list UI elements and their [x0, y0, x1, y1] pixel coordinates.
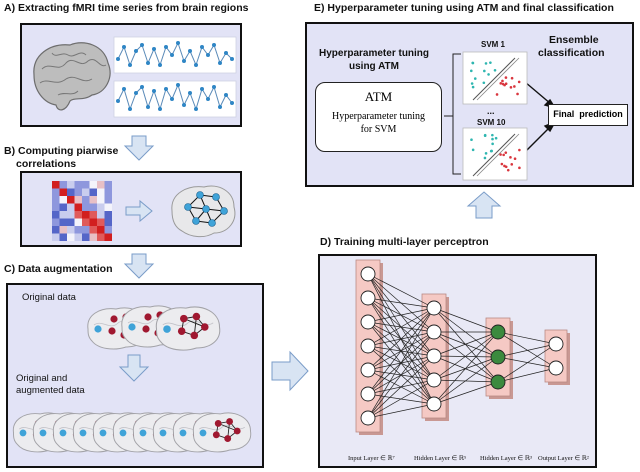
- augmented-brains: [12, 412, 252, 453]
- section-b-title-line1: B) Computing piarwise: [4, 145, 119, 157]
- svm-bracket: [452, 53, 461, 175]
- timeseries-points-1: [116, 41, 234, 67]
- hidden-layer-2-label: Hidden Layer ∈ ℝ³: [480, 455, 532, 462]
- arrow-c-to-d: [271, 350, 309, 392]
- atm-desc-line1: Hyperparameter tuning: [331, 111, 426, 122]
- tuning-label-line2: using ATM: [349, 61, 399, 72]
- ensemble-label-line1: Ensemble: [549, 34, 599, 46]
- ensemble-label-line2: classification: [538, 47, 605, 59]
- section-d-title: D) Training multi-layer perceptron: [320, 236, 489, 248]
- augmentation-illustration: [12, 305, 252, 453]
- svm1-label: SVM 1: [481, 40, 506, 49]
- arrow-b-to-c: [123, 253, 155, 279]
- fmri-timeseries-illustration: [33, 36, 237, 118]
- original-data-label: Original data: [22, 292, 76, 303]
- atm-desc-line2: for SVM: [360, 124, 397, 135]
- arrow-original-to-augmented: [118, 354, 150, 382]
- arrow-matrix-to-graph: [125, 199, 153, 223]
- section-a-panel: [20, 23, 242, 127]
- hidden-layer-1-label: Hidden Layer ∈ ℝ⁵: [414, 455, 467, 462]
- section-c-panel: Original data Original and augmented dat…: [6, 283, 264, 468]
- section-e-title: E) Hyperparameter tuning using ATM and f…: [314, 2, 614, 14]
- final-prediction-box: Final prediction: [548, 104, 628, 126]
- augmented-data-label-line2: augmented data: [16, 385, 85, 396]
- section-a-title: A) Extracting fMRI time series from brai…: [4, 2, 249, 14]
- input-layer-label: Input Layer ∈ ℝ⁷: [348, 455, 395, 462]
- augmented-data-label-line1: Original and: [16, 373, 68, 384]
- svm10-label: SVM 10: [477, 118, 506, 127]
- correlation-illustration: [52, 181, 236, 241]
- original-brains: [87, 305, 221, 351]
- output-layer-label: Output Layer ∈ ℝ²: [538, 455, 589, 462]
- atm-box: ATM Hyperparameter tuning for SVM: [315, 82, 442, 152]
- section-c-title: C) Data augmentation: [4, 263, 113, 275]
- tuning-label-line1: Hyperparameter tuning: [319, 48, 430, 59]
- svm-ellipsis: ...: [487, 106, 495, 116]
- arrow-d-to-e: [466, 191, 502, 219]
- mlp-network-diagram: [355, 259, 570, 435]
- svm-ensemble-diagram: [444, 51, 557, 181]
- section-b-panel: [20, 171, 242, 247]
- section-e-panel: Hyperparameter tuning using ATM ATM Hype…: [305, 22, 634, 187]
- correlation-matrix-icon: [52, 181, 112, 241]
- arrow-a-to-b: [123, 135, 155, 161]
- timeseries-points-2: [116, 83, 234, 111]
- atm-title: ATM: [364, 89, 393, 104]
- brain-graph-icon: [171, 185, 236, 238]
- section-d-panel: Input Layer ∈ ℝ⁷ Hidden Layer ∈ ℝ⁵ Hidde…: [318, 254, 597, 468]
- brain-icon: [33, 42, 111, 111]
- section-b-title-line2: correlations: [16, 158, 77, 170]
- final-prediction-label: Final prediction: [553, 109, 623, 119]
